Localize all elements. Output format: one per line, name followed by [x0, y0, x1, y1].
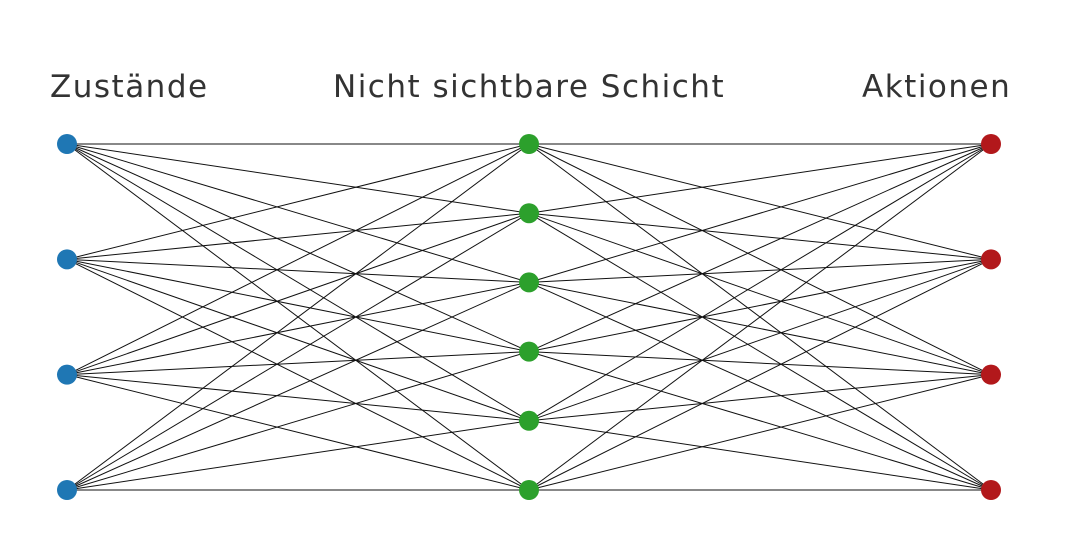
output-node	[981, 134, 1001, 154]
output-node	[981, 364, 1001, 385]
connection-edge	[528, 143, 992, 260]
connection-edge	[528, 143, 992, 491]
connection-edge	[66, 374, 530, 491]
network-nodes	[57, 134, 1001, 500]
connection-edge	[66, 374, 530, 422]
connection-edge	[528, 281, 992, 376]
connection-edge	[66, 258, 530, 422]
input-node	[57, 480, 77, 500]
connection-edge	[66, 212, 530, 491]
connection-edge	[66, 143, 530, 491]
connection-edge	[528, 143, 992, 214]
connection-edge	[66, 351, 530, 491]
hidden-node	[519, 480, 539, 500]
connection-edge	[528, 258, 992, 422]
hidden-node	[519, 341, 539, 362]
connection-edge	[528, 212, 992, 260]
output-layer-label: Aktionen	[862, 69, 1011, 105]
connection-edge	[528, 212, 992, 491]
connection-edge	[528, 143, 992, 283]
connection-edge	[528, 374, 992, 422]
input-node	[57, 134, 77, 154]
connection-edge	[66, 258, 530, 491]
connection-edge	[66, 143, 530, 353]
connection-edge	[66, 212, 530, 260]
connection-edge	[66, 143, 530, 376]
input-node	[57, 249, 77, 270]
connection-edge	[66, 420, 530, 491]
connection-edge	[528, 258, 992, 283]
connection-edge	[528, 374, 992, 491]
connection-edge	[528, 351, 992, 491]
connection-edge	[66, 258, 530, 353]
connection-edge	[528, 143, 992, 422]
connection-edge	[66, 212, 530, 376]
output-node	[981, 480, 1001, 500]
connection-edge	[528, 143, 992, 376]
connection-edge	[528, 281, 992, 491]
connection-edge	[66, 281, 530, 376]
connection-edge	[66, 281, 530, 491]
connection-edge	[528, 258, 992, 491]
hidden-node	[519, 272, 539, 293]
connection-edge	[66, 143, 530, 422]
connection-edges	[66, 143, 992, 491]
connection-edge	[66, 143, 530, 283]
hidden-node	[519, 134, 539, 154]
output-node	[981, 249, 1001, 270]
connection-edge	[528, 143, 992, 353]
hidden-node	[519, 203, 539, 224]
connection-edge	[528, 212, 992, 376]
input-layer-label: Zustände	[50, 69, 209, 105]
input-node	[57, 364, 77, 385]
connection-edge	[66, 143, 530, 260]
connection-edge	[528, 351, 992, 376]
connection-edge	[66, 351, 530, 376]
hidden-layer-label: Nicht sichtbare Schicht	[333, 69, 725, 105]
connection-edge	[528, 258, 992, 353]
connection-edge	[66, 258, 530, 283]
hidden-node	[519, 410, 539, 431]
